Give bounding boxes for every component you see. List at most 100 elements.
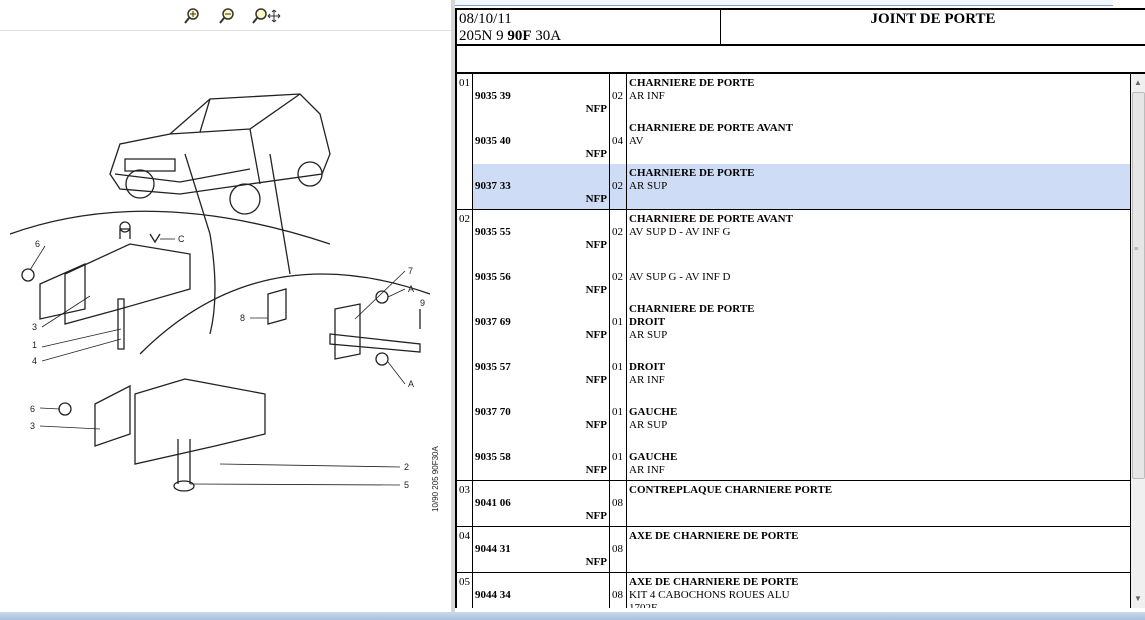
callout-label: 7 [408, 266, 413, 276]
part-side: GAUCHE [629, 451, 678, 463]
part-reference[interactable]: 9044 34 [475, 589, 511, 601]
part-reference[interactable]: 9035 57 [475, 361, 511, 373]
part-reference[interactable]: 9035 56 [475, 271, 511, 283]
scroll-grip-icon: ≡ [1134, 244, 1139, 253]
scroll-up-icon[interactable]: ▲ [1134, 78, 1142, 87]
zoom-in-button[interactable] [184, 8, 204, 24]
qty-cell: 02 [610, 255, 627, 300]
part-detail: 1702E [629, 602, 658, 608]
callout-label: A [408, 284, 414, 294]
callout-label: 3 [32, 322, 37, 332]
zoom-pan-button[interactable] [252, 8, 282, 24]
part-row[interactable]: 9041 06 NFP 08 CONTREPLAQUE CHARNIERE PO… [473, 481, 1130, 526]
group-number: 04 [457, 527, 473, 572]
part-side: GAUCHE [629, 406, 678, 418]
nfp-flag: NFP [585, 284, 607, 296]
part-title: CHARNIERE DE PORTE AVANT [629, 122, 793, 134]
part-group: 02 9035 55 NFP 02 CHARNIERE DE PORTE AVA… [457, 210, 1130, 481]
part-title: CHARNIERE DE PORTE [629, 167, 755, 179]
part-detail: AR SUP [629, 180, 668, 192]
part-reference[interactable]: 9035 58 [475, 451, 511, 463]
ref-cell: 9035 40 NFP [473, 119, 610, 164]
callout-label: 6 [30, 404, 35, 414]
part-reference[interactable]: 9035 40 [475, 135, 511, 147]
part-quantity: 02 [612, 90, 623, 102]
part-reference[interactable]: 9044 31 [475, 543, 511, 555]
scroll-thumb[interactable] [1132, 92, 1145, 479]
zoom-in-icon [184, 8, 199, 24]
part-title [629, 438, 1130, 451]
part-quantity: 08 [612, 497, 623, 509]
model-suffix: 30A [531, 28, 562, 44]
part-detail: AR INF [629, 90, 665, 102]
part-detail: AV [629, 135, 644, 147]
part-quantity: 02 [612, 271, 623, 283]
callout-label: 5 [404, 480, 409, 490]
zoom-out-icon [219, 8, 234, 24]
part-group: 04 9044 31 NFP 08 AXE DE CHARNIERE DE PO… [457, 527, 1130, 573]
qty-cell: 02 [610, 210, 627, 255]
scroll-down-icon[interactable]: ▼ [1134, 594, 1142, 603]
zoom-out-button[interactable] [219, 8, 239, 24]
qty-cell: 01 [610, 435, 627, 480]
nfp-flag: NFP [585, 329, 607, 341]
nfp-flag: NFP [585, 510, 607, 522]
qty-cell: 08 [610, 481, 627, 526]
part-reference[interactable]: 9035 55 [475, 226, 511, 238]
part-detail: AR INF [629, 464, 665, 476]
part-reference[interactable]: 9035 39 [475, 90, 511, 102]
nfp-flag: NFP [585, 193, 607, 205]
vertical-scrollbar[interactable]: ▲ ≡ ▼ [1131, 74, 1145, 608]
part-reference[interactable]: 9037 70 [475, 406, 511, 418]
part-row[interactable]: 9044 31 NFP 08 AXE DE CHARNIERE DE PORTE [473, 527, 1130, 572]
qty-cell: 04 [610, 119, 627, 164]
lower-hinge [58, 378, 266, 492]
part-quantity: 08 [612, 589, 623, 601]
part-reference[interactable]: 9037 69 [475, 316, 511, 328]
ref-cell: 9037 69 NFP [473, 300, 610, 345]
ref-cell: 9044 34 [473, 573, 610, 608]
part-reference[interactable]: 9037 33 [475, 180, 511, 192]
callout-label: 1 [32, 340, 37, 350]
door-check [267, 288, 421, 366]
part-detail: AR SUP [629, 329, 668, 341]
zoom-pan-icon [252, 8, 281, 24]
nfp-flag: NFP [585, 148, 607, 160]
part-title: AXE DE CHARNIERE DE PORTE [629, 530, 799, 542]
parts-diagram: 6 3 1 4 6 3 2 5 7 A 9 8 A C 10/90 205 90… [9, 93, 440, 512]
part-detail: AR INF [629, 374, 665, 386]
upper-hinge [21, 221, 191, 350]
qty-cell: 02 [610, 164, 627, 209]
part-quantity: 02 [612, 180, 623, 192]
top-frame-border [455, 0, 1113, 6]
qty-cell: 01 [610, 390, 627, 435]
nfp-flag: NFP [585, 464, 607, 476]
description-cell: CONTREPLAQUE CHARNIERE PORTE [627, 481, 1130, 526]
nfp-flag: NFP [585, 419, 607, 431]
part-reference[interactable]: 9041 06 [475, 497, 511, 509]
group-number: 02 [457, 210, 473, 480]
panel-splitter[interactable] [451, 0, 455, 612]
part-quantity: 01 [612, 451, 623, 463]
diagram-panel: 6 3 1 4 6 3 2 5 7 A 9 8 A C 10/90 205 90… [0, 0, 451, 612]
part-row[interactable]: 9035 56 NFP 02 AV SUP G - AV INF D [473, 255, 1130, 300]
part-title: CHARNIERE DE PORTE [629, 303, 755, 315]
part-quantity: 02 [612, 226, 623, 238]
callout-label: 8 [240, 313, 245, 323]
group-number: 01 [457, 74, 473, 209]
